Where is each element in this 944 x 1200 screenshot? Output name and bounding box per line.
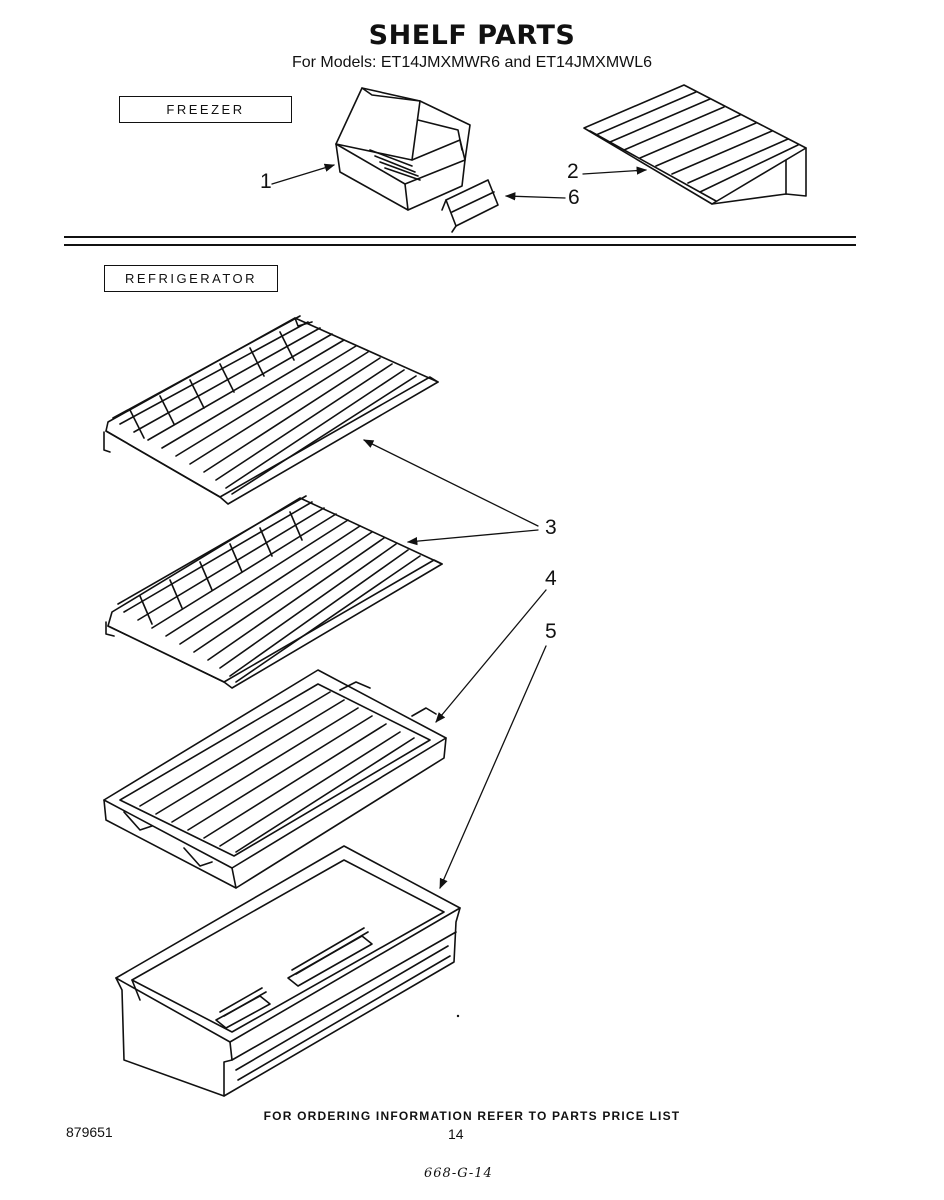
page-number: 14: [448, 1126, 464, 1142]
callout-3: 3: [545, 516, 557, 539]
callout-5: 5: [545, 620, 557, 643]
callout-6: 6: [568, 186, 580, 209]
document-number: 879651: [66, 1124, 113, 1140]
callout-leader-lines: [272, 163, 648, 889]
callout-4: 4: [545, 567, 557, 590]
freezer-bin-part-1: [336, 88, 470, 210]
freezer-section-label: FREEZER: [119, 96, 292, 123]
refrigerator-section-label: REFRIGERATOR: [104, 265, 278, 292]
clip-part-6: [442, 180, 498, 232]
section-divider-bottom: [64, 244, 856, 246]
speck-dot: [456, 1014, 460, 1018]
wire-shelf-part-3a: [104, 316, 438, 504]
page-title: SHELF PARTS: [368, 20, 576, 51]
crisper-drawer-part-5: [116, 846, 460, 1096]
models-subtitle: For Models: ET14JMXMWR6 and ET14JMXMWL6: [291, 54, 653, 71]
freezer-wire-shelf-part-2: [584, 85, 806, 204]
wire-shelf-part-3b: [106, 496, 442, 688]
callout-1: 1: [260, 170, 272, 193]
handwritten-note: 668-G-14: [424, 1166, 493, 1181]
section-divider-top: [64, 236, 856, 238]
crisper-cover-part-4: [104, 670, 446, 888]
callout-2: 2: [567, 160, 579, 183]
ordering-note: FOR ORDERING INFORMATION REFER TO PARTS …: [263, 1109, 681, 1123]
